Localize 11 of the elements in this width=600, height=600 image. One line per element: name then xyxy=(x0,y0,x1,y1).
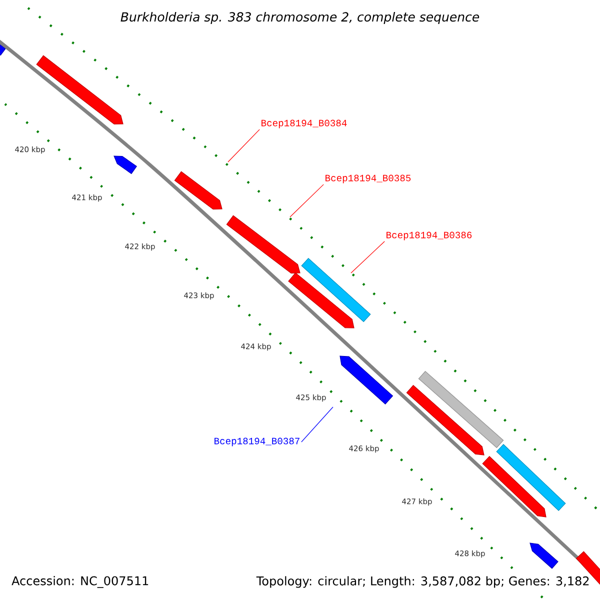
summary-text: Topology: circular; Length: 3,587,082 bp; Genes: 3,182 xyxy=(255,575,591,589)
gene-label: Bcep18194_B0386 xyxy=(386,232,472,240)
leader-line xyxy=(301,406,334,442)
leader-line xyxy=(228,129,260,162)
gene-label: Bcep18194_B0385 xyxy=(326,174,411,184)
accession-text: Accession: NC_007511 xyxy=(12,576,148,588)
leader-line xyxy=(290,184,324,218)
leader-line xyxy=(350,241,385,274)
gene-label: Bcep18194_B0384 xyxy=(262,120,347,128)
gene-label: Bcep18194_B0387 xyxy=(214,438,300,446)
title: Burkholderia sp. 383 chromosome 2, complete sequence xyxy=(120,12,480,24)
